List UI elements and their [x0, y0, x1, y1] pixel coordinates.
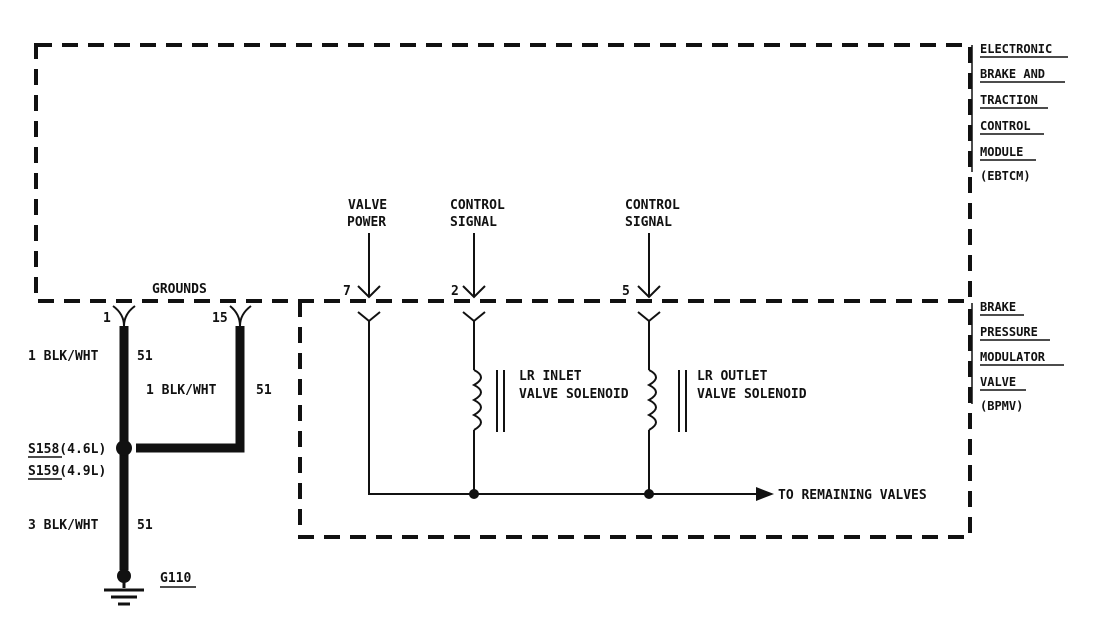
inlet-solenoid-label-2: VALVE SOLENOID: [519, 387, 629, 402]
splice-dot: [116, 440, 132, 456]
svg-text:CONTROL: CONTROL: [450, 198, 505, 213]
svg-text:BRAKE: BRAKE: [980, 300, 1016, 314]
bpmv-label: BRAKE PRESSURE MODULATOR VALVE (BPMV): [971, 300, 1064, 413]
svg-text:SIGNAL: SIGNAL: [450, 215, 497, 230]
svg-text:VALVE: VALVE: [980, 375, 1016, 389]
outlet-solenoid-label-2: VALVE SOLENOID: [697, 387, 807, 402]
grounds-label: GROUNDS: [152, 282, 207, 297]
to-remaining-valves-label: TO REMAINING VALVES: [778, 488, 927, 503]
svg-text:5: 5: [622, 284, 630, 299]
ebtcm-label: ELECTRONIC BRAKE AND TRACTION CONTROL MO…: [971, 42, 1068, 183]
svg-text:G110: G110: [160, 571, 191, 586]
svg-text:TRACTION: TRACTION: [980, 93, 1038, 107]
outlet-solenoid-label-1: LR OUTLET: [697, 369, 768, 384]
svg-text:ELECTRONIC: ELECTRONIC: [980, 42, 1052, 56]
wire-circuit-bottom: 51: [137, 518, 153, 533]
svg-text:1: 1: [103, 311, 111, 326]
svg-text:BRAKE AND: BRAKE AND: [980, 67, 1045, 81]
svg-text:SIGNAL: SIGNAL: [625, 215, 672, 230]
wire-gauge-mid: 1 BLK/WHT: [146, 383, 217, 398]
svg-text:POWER: POWER: [347, 215, 386, 230]
ebtcm-box: [34, 43, 972, 303]
wire-gauge-bottom: 3 BLK/WHT: [28, 518, 99, 533]
ground-symbol: [104, 569, 144, 606]
ground-pin-15: 15: [212, 305, 252, 327]
ground-pin-1: 1: [103, 305, 136, 327]
signal-control-a: CONTROL SIGNAL 2: [450, 198, 505, 323]
svg-text:PRESSURE: PRESSURE: [980, 325, 1038, 339]
svg-text:MODULATOR: MODULATOR: [980, 350, 1046, 364]
inlet-solenoid-label-1: LR INLET: [519, 369, 582, 384]
inlet-solenoid: [469, 321, 505, 499]
splice-labels: S158(4.6L) S159(4.9L): [28, 442, 106, 480]
ground-point-label: G110: [160, 571, 196, 588]
svg-text:(EBTCM): (EBTCM): [980, 169, 1031, 183]
wire-circuit-mid: 51: [256, 383, 272, 398]
svg-text:2: 2: [451, 284, 459, 299]
svg-text:CONTROL: CONTROL: [625, 198, 680, 213]
svg-text:(BPMV): (BPMV): [980, 399, 1023, 413]
wire-circuit-left: 51: [137, 349, 153, 364]
svg-text:S158(4.6L): S158(4.6L): [28, 442, 106, 457]
svg-text:15: 15: [212, 311, 228, 326]
signal-control-b: CONTROL SIGNAL 5: [622, 198, 680, 323]
svg-text:7: 7: [343, 284, 351, 299]
svg-text:MODULE: MODULE: [980, 145, 1023, 159]
wire-gauge-left: 1 BLK/WHT: [28, 349, 99, 364]
svg-text:VALVE: VALVE: [348, 198, 387, 213]
svg-text:CONTROL: CONTROL: [980, 119, 1031, 133]
svg-text:S159(4.9L): S159(4.9L): [28, 464, 106, 479]
signal-valve-power: VALVE POWER 7: [343, 198, 387, 323]
ground-wire-right: [136, 326, 245, 453]
arrow-icon: [756, 487, 774, 501]
bpmv-box: [298, 301, 972, 539]
outlet-solenoid: [644, 321, 687, 499]
valve-power-wire: [368, 321, 760, 495]
